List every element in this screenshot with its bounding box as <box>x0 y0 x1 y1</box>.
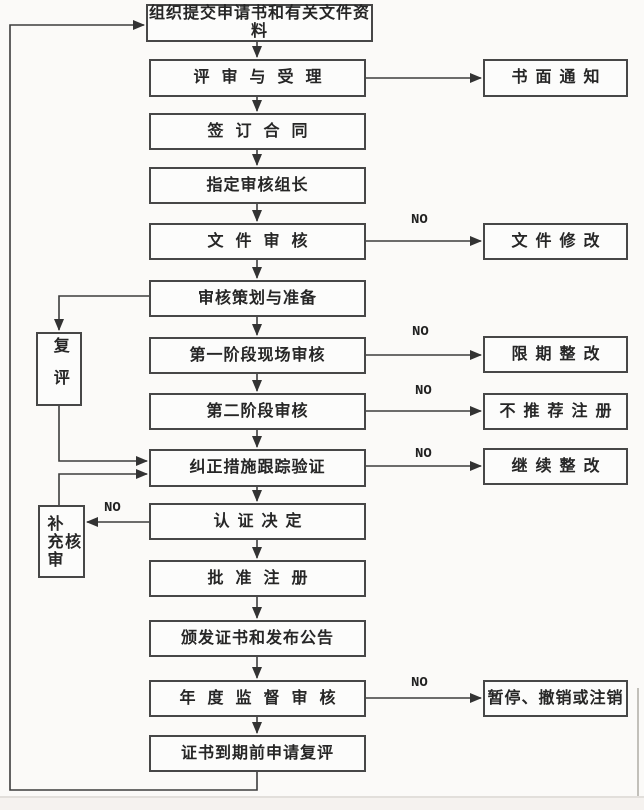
node-issue-certificate-announce: 颁发证书和发布公告 <box>149 620 366 657</box>
no-label-surveillance-audit: NO <box>411 675 428 691</box>
node-continue-rectification: 继续整改 <box>483 448 628 485</box>
no-label-corrective-action: NO <box>415 446 432 462</box>
arrow-s6-l1 <box>54 295 149 331</box>
node-stage1-onsite-audit: 第一阶段现场审核 <box>149 337 366 374</box>
node-sign-contract: 签订合同 <box>149 113 366 150</box>
node-reassessment: 复评 <box>36 332 82 406</box>
node-corrective-action-verification: 纠正措施跟踪验证 <box>149 449 366 487</box>
node-assign-audit-leader: 指定审核组长 <box>149 167 366 204</box>
node-not-recommend-registration: 不推荐注册 <box>483 393 628 430</box>
arrow-l1-s9 <box>58 406 148 466</box>
arrow-l2-s9 <box>58 469 148 505</box>
node-suspend-revoke-cancel: 暂停、撤销或注销 <box>483 680 628 717</box>
no-label-document-review: NO <box>411 212 428 228</box>
no-label-stage1-audit: NO <box>412 324 429 340</box>
scan-edge-bottom <box>0 796 644 798</box>
node-document-revision: 文件修改 <box>483 223 628 260</box>
node-annual-surveillance-audit: 年度监督审核 <box>149 680 366 717</box>
no-label-certification-decision: NO <box>104 500 121 516</box>
no-label-stage2-audit: NO <box>415 383 432 399</box>
node-supplementary-audit: 补充审核 <box>38 505 85 578</box>
node-reassessment-application: 证书到期前申请复评 <box>149 735 366 772</box>
node-audit-planning: 审核策划与准备 <box>149 280 366 317</box>
node-rectify-within-deadline: 限期整改 <box>483 336 628 373</box>
node-review-acceptance: 评审与受理 <box>149 59 366 97</box>
node-submit-application: 组织提交申请书和有关文件资料 <box>146 4 373 42</box>
node-document-review: 文件审核 <box>149 223 366 260</box>
node-approve-registration: 批准注册 <box>149 560 366 597</box>
node-stage2-audit: 第二阶段审核 <box>149 393 366 430</box>
scan-edge-bottom-strip <box>0 798 644 810</box>
node-certification-decision: 认证决定 <box>149 503 366 540</box>
arrow-s14-s1-loop <box>9 20 258 791</box>
scan-edge-right <box>637 688 639 796</box>
node-written-notice: 书面通知 <box>483 59 628 97</box>
